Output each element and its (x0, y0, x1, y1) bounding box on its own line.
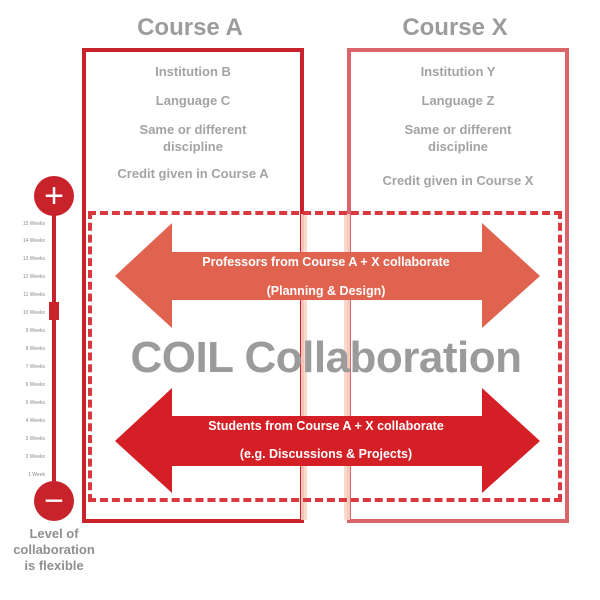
week-label: 15 Weeks (22, 221, 45, 227)
week-label: 1 Week (28, 472, 45, 478)
flexibility-label-line2: collaboration (13, 542, 95, 557)
week-label: 4 Weeks (25, 418, 45, 424)
collaboration-frame (88, 211, 562, 502)
course-a-discipline-line2: discipline (163, 139, 223, 154)
course-a-institution: Institution B (155, 64, 231, 79)
students-collaborate-text: Students from Course A + X collaborate (208, 419, 444, 433)
course-a-discipline-line1: Same or different (139, 122, 247, 137)
week-label: 6 Weeks (25, 382, 45, 388)
flexibility-label-line3: is flexible (24, 558, 84, 573)
students-discussions-text: (e.g. Discussions & Projects) (239, 447, 413, 461)
course-x-discipline-line1: Same or different (404, 122, 512, 137)
course-x-connector-bar (344, 214, 350, 520)
course-a-language: Language C (155, 93, 231, 108)
plus-icon[interactable]: + (34, 176, 74, 216)
students-arrow (115, 388, 540, 493)
course-x-language: Language Z (421, 93, 495, 108)
course-x-title: Course X (402, 14, 508, 41)
flexibility-label-line1: Level of (29, 526, 79, 541)
scale-line (52, 200, 56, 500)
course-x-discipline-line2: discipline (428, 139, 488, 154)
week-label: 13 Weeks (22, 256, 45, 262)
week-label: 11 Weeks (23, 292, 45, 298)
professors-collaborate-text: Professors from Course A + X collaborate (202, 255, 450, 269)
coil-collaboration-title: COIL Collaboration (130, 333, 522, 382)
professors-planning-text: (Planning & Design) (266, 284, 386, 298)
week-label: 2 Weeks (25, 454, 45, 460)
course-x-credit: Credit given in Course X (382, 173, 534, 188)
professors-arrow (115, 223, 540, 328)
week-label: 10 Weeks (22, 310, 45, 316)
course-a-title: Course A (137, 14, 243, 41)
week-label: 12 Weeks (22, 274, 45, 280)
week-label: 8 Weeks (25, 346, 45, 352)
week-label: 9 Weeks (25, 328, 45, 334)
course-a-connector-bar (301, 214, 307, 520)
week-label: 14 Weeks (22, 238, 45, 244)
course-x-institution: Institution Y (420, 64, 496, 79)
week-label: 3 Weeks (25, 436, 45, 442)
minus-icon[interactable]: − (34, 481, 74, 521)
week-label: 7 Weeks (25, 364, 45, 370)
scale-marker[interactable] (49, 302, 59, 320)
course-a-credit: Credit given in Course A (117, 166, 269, 181)
week-label: 5 Weeks (25, 400, 45, 406)
